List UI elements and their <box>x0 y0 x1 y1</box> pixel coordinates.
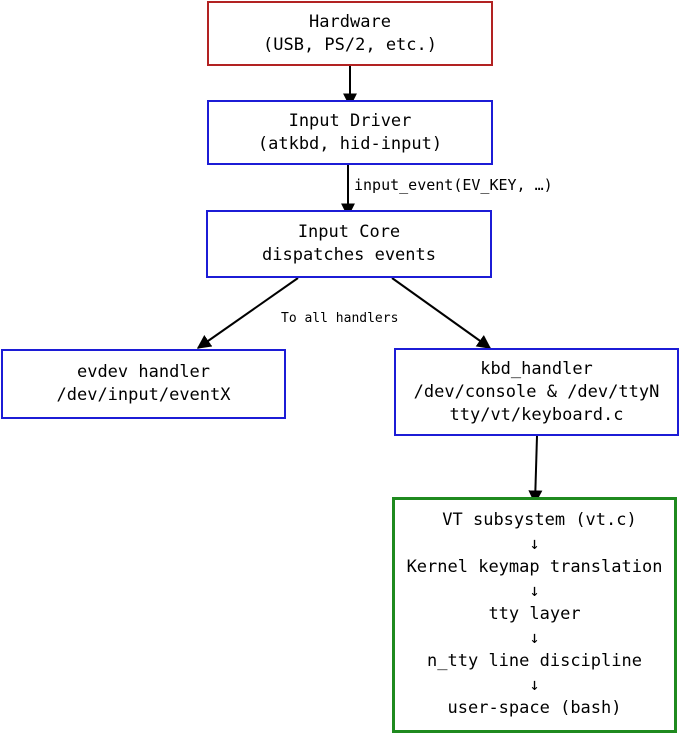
evdev-handler-node: evdev handler /dev/input/eventX <box>1 349 286 419</box>
vt-subsystem-stack: VT subsystem (vt.c) ↓ Kernel keymap tran… <box>392 497 677 733</box>
n-tty-discipline-label: n_tty line discipline <box>427 651 642 672</box>
down-arrow-icon: ↓ <box>529 674 540 695</box>
vt-subsystem-label: VT subsystem (vt.c) <box>442 510 637 531</box>
input-core-subtitle: dispatches events <box>262 245 436 265</box>
evdev-device: /dev/input/eventX <box>56 385 231 405</box>
arrow-core-to-kbd <box>391 277 492 349</box>
hardware-node: Hardware (USB, PS/2, etc.) <box>207 1 493 66</box>
input-core-node: Input Core dispatches events <box>206 210 492 278</box>
down-arrow-icon: ↓ <box>529 533 540 554</box>
hardware-title: Hardware <box>309 11 391 32</box>
input-driver-title: Input Driver <box>288 110 412 131</box>
tty-layer-label: tty layer <box>488 604 581 625</box>
down-arrow-icon: ↓ <box>529 627 540 648</box>
user-space-label: user-space (bash) <box>447 698 622 719</box>
arrow-core-to-evdev <box>196 277 299 349</box>
input-core-title: Input Core <box>297 222 401 242</box>
keymap-translation-label: Kernel keymap translation <box>406 557 663 578</box>
down-arrow-icon: ↓ <box>529 580 540 601</box>
arrow-kbd-to-vt <box>528 435 543 505</box>
kbd-handler-source: tty/vt/keyboard.c <box>449 404 624 425</box>
edge-label-to-all-handlers: To all handlers <box>281 311 399 326</box>
kbd-handler-devices: /dev/console & /dev/ttyN <box>413 381 660 402</box>
input-driver-node: Input Driver (atkbd, hid-input) <box>207 100 493 165</box>
edge-label-input-event: input_event(EV_KEY, …) <box>354 176 553 194</box>
hardware-subtitle: (USB, PS/2, etc.) <box>263 34 437 55</box>
kbd-handler-title: kbd_handler <box>480 358 593 379</box>
input-driver-subtitle: (atkbd, hid-input) <box>257 133 443 154</box>
evdev-title: evdev handler <box>76 362 211 382</box>
kbd-handler-node: kbd_handler /dev/console & /dev/ttyN tty… <box>394 348 679 436</box>
